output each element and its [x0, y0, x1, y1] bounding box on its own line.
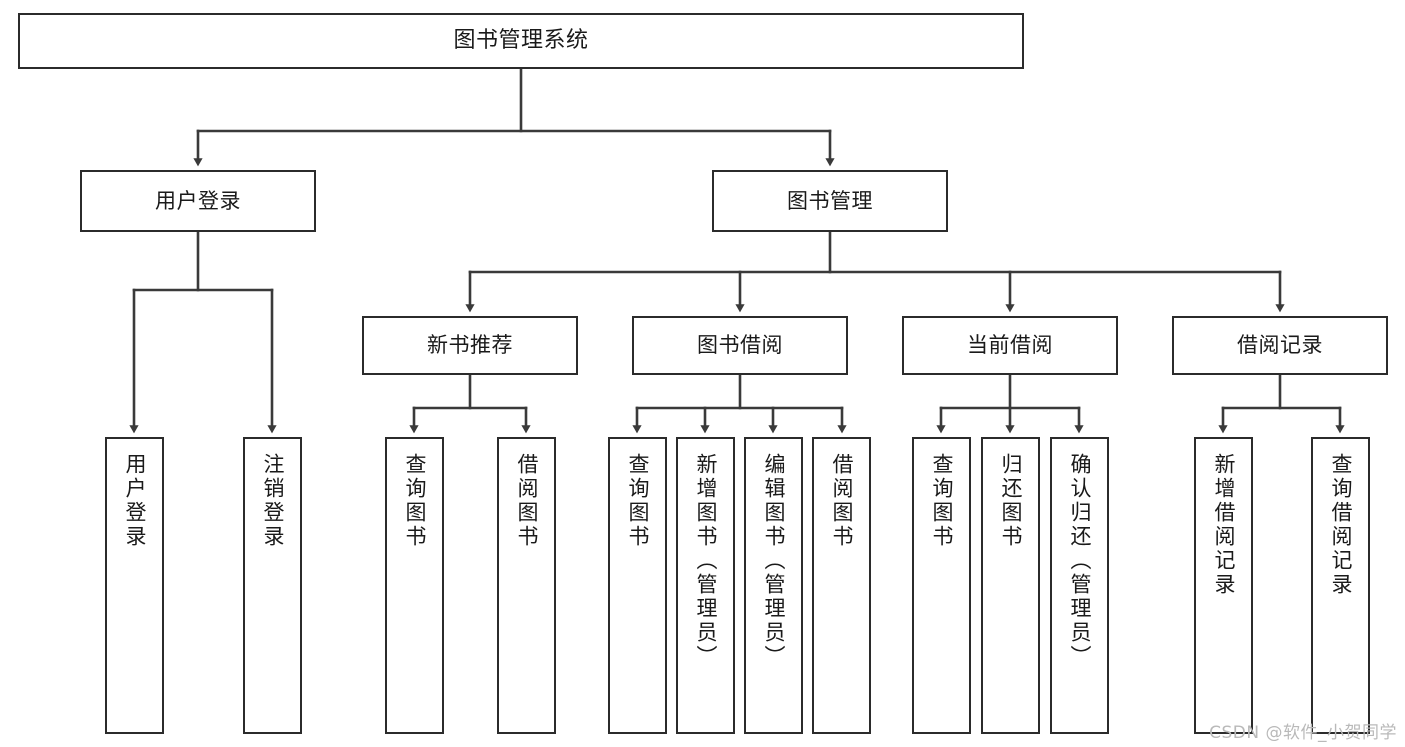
csdn-watermark: CSDN @软件_小贺同学	[1209, 723, 1397, 743]
leaf-current-confirm-return-admin[interactable]: 确认归还（管理员）	[1050, 437, 1109, 734]
node-borrow-records[interactable]: 借阅记录	[1172, 316, 1388, 375]
node-label: 当前借阅	[967, 333, 1053, 358]
node-label: 借阅图书	[830, 453, 854, 549]
leaf-records-add-record[interactable]: 新增借阅记录	[1194, 437, 1253, 734]
node-label: 查询图书	[403, 453, 427, 549]
node-label: 查询图书	[930, 453, 954, 549]
leaf-borrow-query-book[interactable]: 查询图书	[608, 437, 667, 734]
node-label: 注销登录	[261, 453, 285, 549]
node-label: 借阅图书	[515, 453, 539, 549]
node-book-borrow[interactable]: 图书借阅	[632, 316, 848, 375]
node-label: 查询借阅记录	[1329, 453, 1353, 597]
node-label: 新增图书（管理员）	[694, 453, 718, 669]
node-label: 新书推荐	[427, 333, 513, 358]
node-label: 新增借阅记录	[1212, 453, 1236, 597]
leaf-records-query-record[interactable]: 查询借阅记录	[1311, 437, 1370, 734]
node-label: 用户登录	[155, 188, 241, 213]
leaf-current-query-book[interactable]: 查询图书	[912, 437, 971, 734]
leaf-user-login-signout[interactable]: 注销登录	[243, 437, 302, 734]
node-current-borrow[interactable]: 当前借阅	[902, 316, 1118, 375]
node-label: 借阅记录	[1237, 333, 1323, 358]
node-root-system[interactable]: 图书管理系统	[18, 13, 1024, 69]
node-new-book-recommend[interactable]: 新书推荐	[362, 316, 578, 375]
leaf-current-return-book[interactable]: 归还图书	[981, 437, 1040, 734]
leaf-new-book-query[interactable]: 查询图书	[385, 437, 444, 734]
node-label: 编辑图书（管理员）	[762, 453, 786, 669]
node-user-login[interactable]: 用户登录	[80, 170, 316, 232]
node-label: 图书管理	[787, 188, 873, 213]
node-book-management[interactable]: 图书管理	[712, 170, 948, 232]
leaf-borrow-borrow-book[interactable]: 借阅图书	[812, 437, 871, 734]
leaf-borrow-add-book-admin[interactable]: 新增图书（管理员）	[676, 437, 735, 734]
node-label: 确认归还（管理员）	[1068, 453, 1092, 669]
node-label: 图书借阅	[697, 333, 783, 358]
leaf-new-book-borrow[interactable]: 借阅图书	[497, 437, 556, 734]
node-label: 归还图书	[999, 453, 1023, 549]
leaf-borrow-edit-book-admin[interactable]: 编辑图书（管理员）	[744, 437, 803, 734]
node-label: 图书管理系统	[453, 28, 589, 54]
node-label: 查询图书	[626, 453, 650, 549]
node-label: 用户登录	[123, 453, 147, 549]
leaf-user-login-signin[interactable]: 用户登录	[105, 437, 164, 734]
